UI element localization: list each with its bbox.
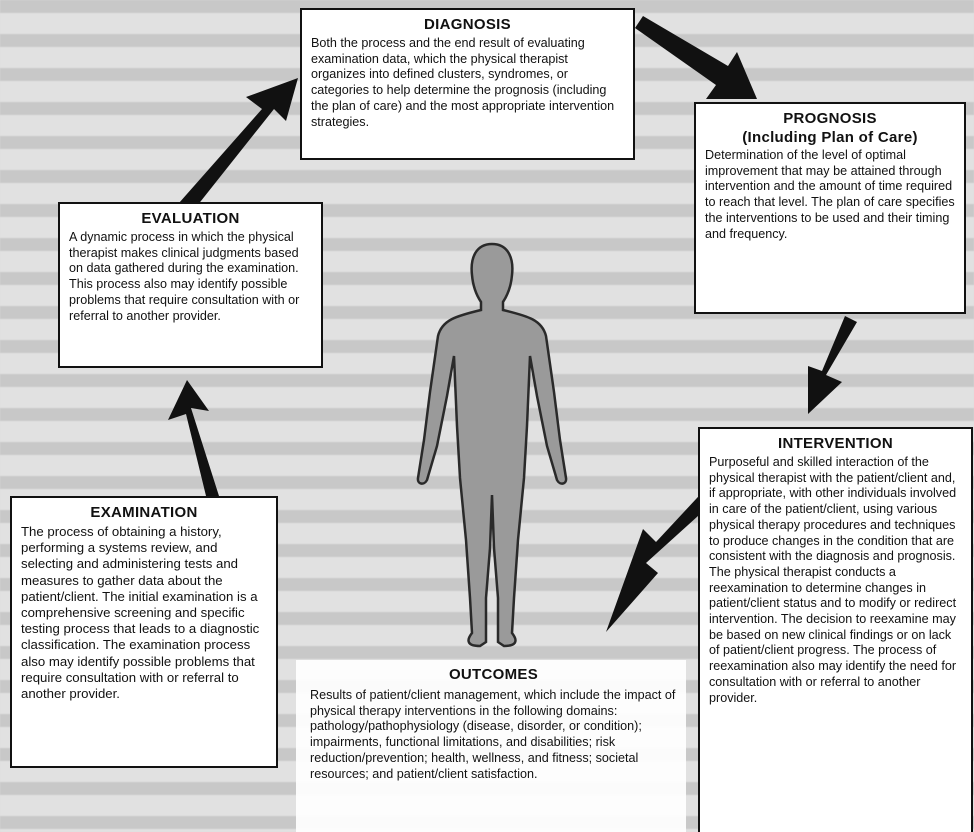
arrow-intervention-to-outcomes	[606, 484, 719, 632]
arrow-diagnosis-to-prognosis	[635, 16, 757, 99]
arrow-prognosis-to-intervention	[808, 316, 857, 414]
intervention-text: Purposeful and skilled interaction of th…	[709, 455, 957, 705]
examination-title: EXAMINATION	[90, 504, 198, 521]
arrow-evaluation-to-diagnosis	[179, 78, 298, 211]
diagnosis-box: DIAGNOSIS Both the process and the end r…	[300, 8, 635, 160]
flow-arrows	[168, 16, 857, 632]
prognosis-box: PROGNOSIS (Including Plan of Care) Deter…	[694, 102, 966, 314]
diagnosis-text: Both the process and the end result of e…	[311, 36, 615, 129]
diagnosis-title: DIAGNOSIS	[424, 16, 511, 33]
prognosis-subtitle: (Including Plan of Care)	[742, 129, 918, 146]
prognosis-title: PROGNOSIS	[783, 110, 877, 127]
arrow-examination-to-evaluation	[168, 380, 219, 500]
examination-text: The process of obtaining a history, perf…	[21, 524, 260, 702]
intervention-title: INTERVENTION	[777, 435, 893, 452]
intervention-box: INTERVENTION Purposeful and skilled inte…	[698, 427, 973, 832]
human-figure	[416, 242, 568, 648]
examination-box: EXAMINATION The process of obtaining a h…	[10, 496, 278, 768]
outcomes-box: OUTCOMES Results of patient/client manag…	[296, 660, 686, 832]
outcomes-text: Results of patient/client management, wh…	[310, 688, 676, 781]
evaluation-text: A dynamic process in which the physical …	[69, 230, 300, 323]
evaluation-box: EVALUATION A dynamic process in which th…	[58, 202, 323, 368]
prognosis-text: Determination of the level of optimal im…	[705, 148, 955, 241]
outcomes-title: OUTCOMES	[448, 666, 539, 683]
evaluation-title: EVALUATION	[141, 210, 240, 227]
